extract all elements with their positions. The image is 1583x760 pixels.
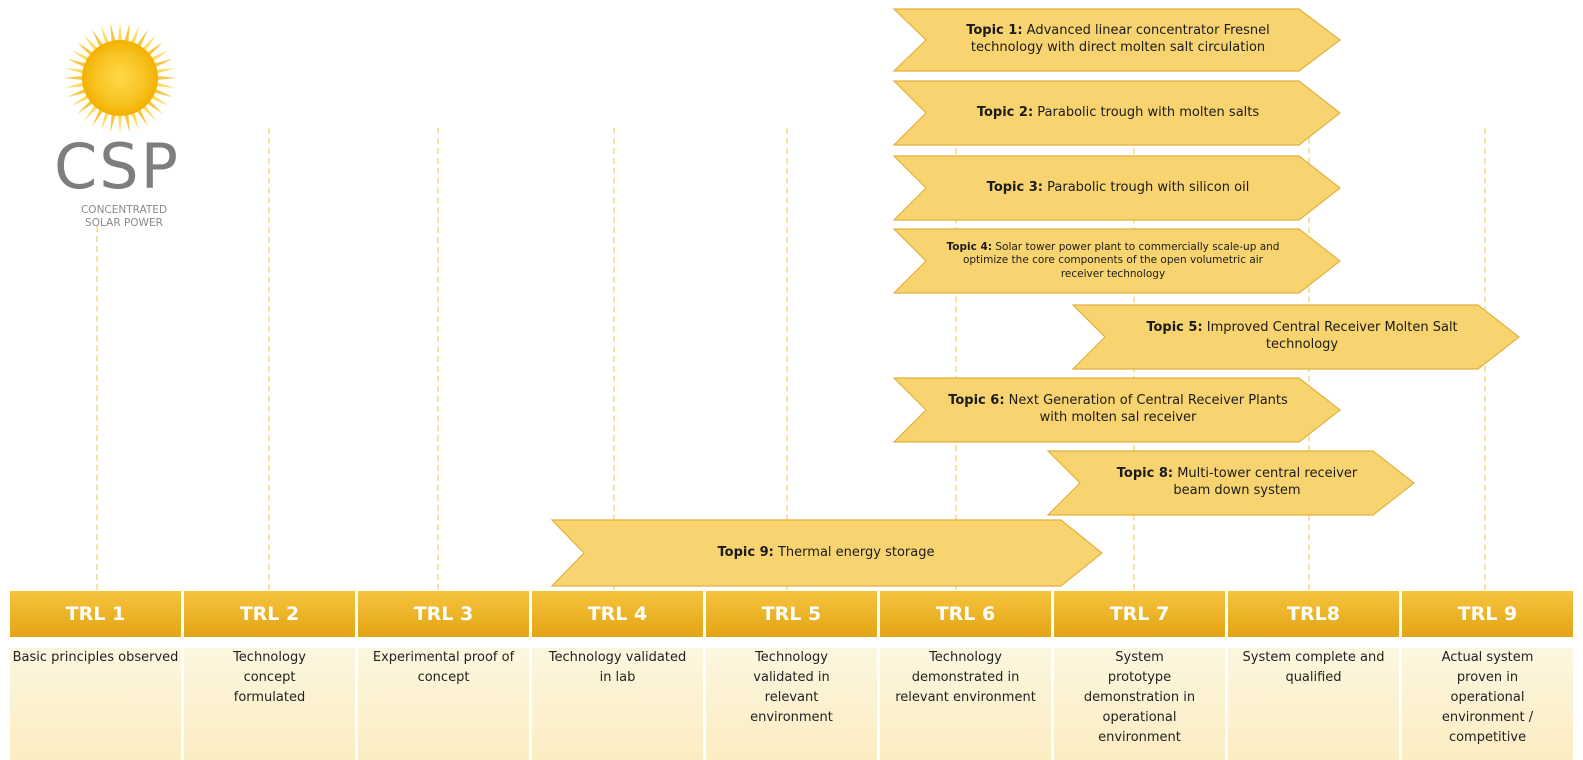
sun-ray	[141, 104, 156, 121]
sun-ray	[92, 29, 104, 48]
sun-ray	[117, 22, 123, 43]
sun-ray	[150, 50, 169, 62]
trl-5-description: Technology validated in relevant environ…	[706, 648, 877, 760]
sun-ray	[136, 29, 148, 48]
guide-line-trl4	[613, 128, 615, 590]
sun-ray	[117, 113, 123, 134]
sun-ray	[146, 99, 163, 114]
topic-arrow-5: Topic 5: Improved Central Receiver Molte…	[1072, 304, 1520, 370]
topic-8-label: Topic 8:	[1116, 466, 1174, 482]
sun-ray	[64, 68, 85, 74]
sun-ray	[84, 35, 99, 52]
topic-1-label: Topic 1:	[966, 23, 1023, 39]
trl-1-label: TRL 1	[10, 591, 181, 637]
sun-ray	[136, 108, 148, 127]
trl-6-label: TRL 6	[880, 591, 1051, 637]
sun-ray	[71, 50, 90, 62]
sun-ray	[77, 42, 94, 57]
sun-ray	[155, 75, 176, 81]
trl-4-description: Technology validated in lab	[532, 648, 703, 760]
logo-subtitle: CONCENTRATED SOLAR POWER	[48, 204, 200, 230]
trl-3-description: Experimental proof of concept	[358, 648, 529, 760]
logo-subtitle-line2: SOLAR POWER	[85, 217, 163, 229]
trl-9-description: Actual system proven in operational envi…	[1402, 648, 1573, 760]
guide-line-trl1	[96, 226, 98, 590]
trl-1-description: Basic principles observed	[10, 648, 181, 760]
sun-ray	[150, 94, 169, 106]
topic-2-text: Parabolic trough with molten salts	[1037, 104, 1260, 120]
sun-ray	[124, 22, 130, 43]
trl-8-description: System complete and qualified	[1228, 648, 1399, 760]
topic-9-label: Topic 9:	[717, 544, 774, 560]
topic-arrow-3: Topic 3: Parabolic trough with silicon o…	[893, 155, 1341, 221]
sun-ray	[100, 111, 110, 131]
topic-4-text: Solar tower power plant to commercially …	[962, 240, 1280, 280]
trl-header-7: TRL 7	[1054, 591, 1225, 639]
topic-4-label: Topic 4:	[946, 240, 993, 253]
sun-ray	[100, 25, 110, 45]
trl-header-6: TRL 6	[880, 591, 1051, 639]
sun-ray	[77, 99, 94, 114]
sun-ray	[124, 113, 130, 134]
topic-arrow-1: Topic 1: Advanced linear concentrator Fr…	[893, 8, 1341, 72]
topic-2-label: Topic 2:	[976, 104, 1034, 120]
trl-header-2: TRL 2	[184, 591, 355, 639]
topic-6-text: Next Generation of Central Receiver Plan…	[1008, 393, 1288, 425]
guide-line-trl5	[786, 128, 788, 590]
trl-2-description: Technology concept formulated	[184, 648, 355, 760]
topic-5-text: Improved Central Receiver Molten Salt te…	[1206, 320, 1458, 352]
trl-header-4: TRL 4	[532, 591, 703, 639]
trl-7-description: System prototype demonstration in operat…	[1054, 648, 1225, 760]
logo-mark: CSP	[54, 130, 181, 203]
topic-arrow-9: Topic 9: Thermal energy storage	[551, 519, 1103, 587]
sun-ray	[155, 82, 176, 88]
guide-line-trl6	[955, 128, 957, 590]
sun-ray	[130, 25, 140, 45]
sun-ray	[67, 88, 87, 98]
trl-9-label: TRL 9	[1402, 591, 1573, 637]
sun-ray	[67, 58, 87, 68]
topic-5-label: Topic 5:	[1146, 320, 1203, 336]
topic-arrow-8: Topic 8: Multi-tower central receiver be…	[1047, 450, 1415, 516]
sun-ray	[64, 82, 85, 88]
topic-arrow-2: Topic 2: Parabolic trough with molten sa…	[893, 80, 1341, 146]
sun-ray	[153, 58, 173, 68]
sun-ray	[153, 88, 173, 98]
topic-arrow-6: Topic 6: Next Generation of Central Rece…	[893, 377, 1341, 443]
topic-6-label: Topic 6:	[948, 393, 1005, 409]
sun-ray	[130, 111, 140, 131]
guide-line-trl3	[437, 128, 439, 590]
csp-logo: CSP CONCENTRATED SOLAR POWER	[48, 18, 198, 229]
trl-7-label: TRL 7	[1054, 591, 1225, 637]
sun-ray	[92, 108, 104, 127]
trl-header-1: TRL 1	[10, 591, 181, 639]
sun-ray	[110, 22, 116, 43]
topic-3-text: Parabolic trough with silicon oil	[1047, 179, 1250, 195]
trl-4-label: TRL 4	[532, 591, 703, 637]
topic-arrow-4: Topic 4: Solar tower power plant to comm…	[893, 228, 1341, 294]
trl-6-description: Technology demonstrated in relevant envi…	[880, 648, 1051, 760]
sun-ray	[110, 113, 116, 134]
sun-ray	[155, 68, 176, 74]
sun-ray	[84, 104, 99, 121]
logo-subtitle-line1: CONCENTRATED	[80, 204, 168, 216]
trl-header-9: TRL 9	[1402, 591, 1573, 639]
topic-3-label: Topic 3:	[986, 179, 1043, 195]
sun-icon	[64, 22, 176, 134]
trl-3-label: TRL 3	[358, 591, 529, 637]
trl-2-label: TRL 2	[184, 591, 355, 637]
guide-line-trl2	[268, 128, 270, 590]
trl-header-5: TRL 5	[706, 591, 877, 639]
trl-8-label: TRL8	[1228, 591, 1399, 637]
trl-header-8: TRL8	[1228, 591, 1399, 639]
sun-ray	[64, 75, 85, 81]
sun-ray	[71, 94, 90, 106]
topic-8-text: Multi-tower central receiver beam down s…	[1173, 466, 1358, 498]
sun-ray	[141, 35, 156, 52]
trl-header-3: TRL 3	[358, 591, 529, 639]
sun-ray	[146, 42, 163, 57]
topic-9-text: Thermal energy storage	[777, 544, 935, 560]
topic-1-text: Advanced linear concentrator Fresnel tec…	[970, 23, 1270, 55]
trl-5-label: TRL 5	[706, 591, 877, 637]
